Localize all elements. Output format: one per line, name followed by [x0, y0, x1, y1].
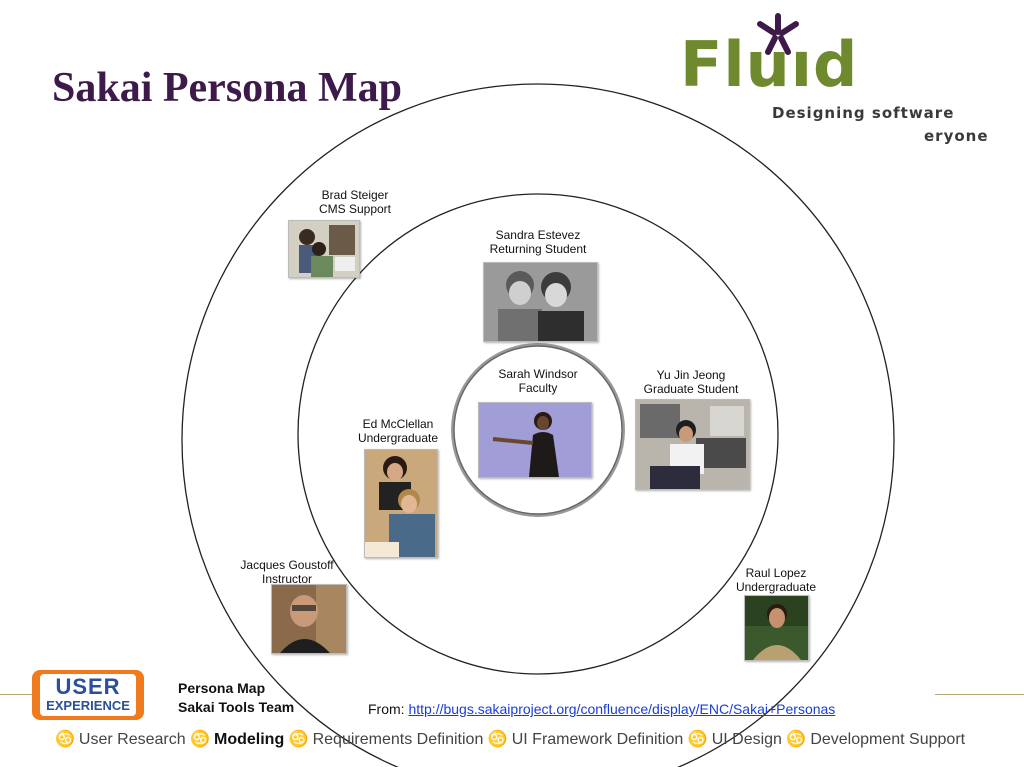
persona-label-raul-lopez: Raul Lopez Undergraduate — [736, 566, 816, 594]
middle-ring — [297, 193, 779, 675]
persona-role: Faculty — [518, 381, 558, 395]
persona-photo-sarah-windsor — [478, 402, 592, 478]
persona-photo-raul-lopez — [744, 595, 809, 661]
persona-name: Brad Steiger — [321, 188, 389, 202]
nav-item-modeling: Modeling — [214, 731, 285, 748]
user-experience-badge: USER EXPERIENCE — [32, 670, 144, 720]
persona-photo-yu-jin-jeong — [635, 399, 750, 490]
persona-label-yu-jin-jeong: Yu Jin Jeong Graduate Student — [644, 368, 739, 396]
persona-photo-jacques-goustoff — [271, 584, 347, 654]
nav-item-requirements-definition: Requirements Definition — [312, 731, 484, 748]
persona-role: CMS Support — [318, 202, 392, 216]
persona-label-ed-mcclellan: Ed McClellan Undergraduate — [358, 417, 438, 445]
persona-role: Undergraduate — [357, 431, 439, 445]
footer-label-persona-map: Persona Map — [178, 680, 266, 696]
logo-tagline: Designing software — [772, 104, 955, 122]
nav-bullet-icon: ♋ — [786, 731, 807, 748]
process-nav: ♋User Research ♋Modeling ♋Requirements D… — [55, 730, 985, 750]
persona-photo-ed-mcclellan — [364, 449, 438, 558]
nav-item-user-research: User Research — [78, 731, 186, 748]
nav-bullet-icon: ♋ — [55, 731, 75, 748]
logo-tagline-fragment: eryone — [924, 127, 989, 145]
persona-role: Returning Student — [489, 242, 587, 256]
persona-name: Sandra Estevez — [495, 228, 581, 242]
persona-label-sarah-windsor: Sarah Windsor Faculty — [498, 367, 577, 395]
badge-line-1: USER — [55, 674, 121, 699]
persona-name: Ed McClellan — [362, 417, 434, 431]
persona-photo-brad-steiger — [288, 220, 360, 278]
persona-role: Instructor — [261, 572, 313, 586]
page-title: Sakai Persona Map — [52, 65, 403, 111]
nav-bullet-icon: ♋ — [288, 731, 309, 748]
persona-name: Jacques Goustoff — [240, 558, 334, 572]
source-citation: From: http://bugs.sakaiproject.org/confl… — [368, 701, 835, 717]
footer-labels: Persona Map Sakai Tools Team — [178, 679, 294, 717]
persona-label-sandra-estevez: Sandra Estevez Returning Student — [490, 228, 587, 256]
logo-wordmark: Fluıd — [680, 28, 859, 101]
footer-rule-right — [935, 694, 1024, 695]
nav-item-ui-design: UI Design — [711, 731, 782, 748]
footer-label-team: Sakai Tools Team — [178, 699, 295, 715]
persona-photo-sandra-estevez — [483, 262, 598, 342]
persona-name: Raul Lopez — [745, 566, 807, 580]
persona-name: Sarah Windsor — [498, 367, 578, 381]
persona-role: Graduate Student — [643, 382, 739, 396]
source-link[interactable]: http://bugs.sakaiproject.org/confluence/… — [408, 701, 836, 717]
nav-bullet-icon: ♋ — [687, 731, 708, 748]
persona-role: Undergraduate — [735, 580, 817, 594]
persona-label-jacques-goustoff: Jacques Goustoff Instructor — [240, 558, 333, 586]
persona-label-brad-steiger: Brad Steiger CMS Support — [319, 188, 391, 216]
nav-item-development-support: Development Support — [810, 731, 966, 748]
fluid-logo: Fluıd Designing software eryone — [680, 8, 1000, 148]
source-prefix: From: — [368, 701, 409, 717]
badge-line-2: EXPERIENCE — [46, 698, 130, 713]
persona-name: Yu Jin Jeong — [656, 368, 726, 382]
footer-rule-left — [0, 694, 36, 695]
nav-item-ui-framework-definition: UI Framework Definition — [511, 731, 684, 748]
asterisk-icon — [757, 13, 799, 55]
nav-bullet-icon: ♋ — [190, 731, 210, 748]
outer-ring — [181, 83, 895, 767]
nav-bullet-icon: ♋ — [487, 731, 508, 748]
